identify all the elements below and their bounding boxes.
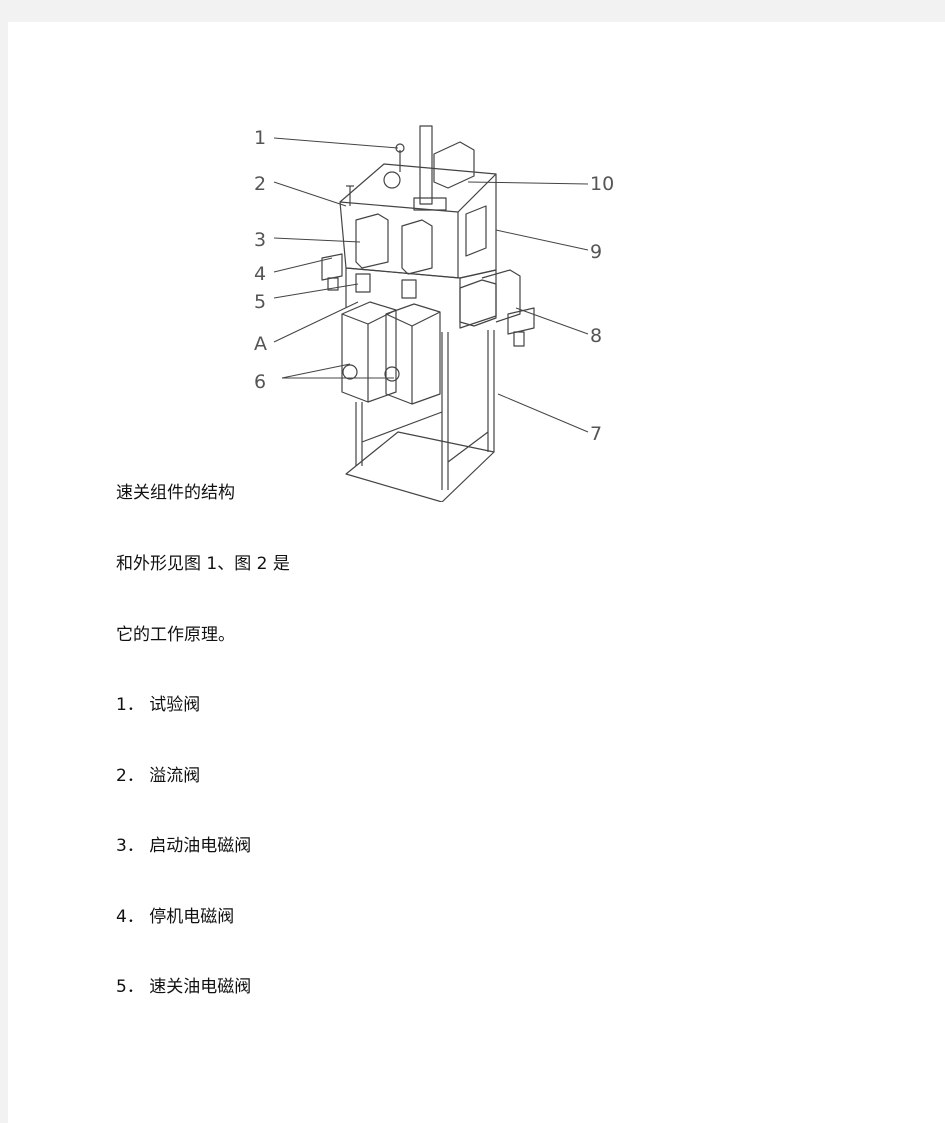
lower-solenoid-a bbox=[341, 301, 397, 403]
side-window bbox=[465, 205, 487, 257]
left-fitting bbox=[321, 253, 343, 281]
list-item-3: 3． 启动油电磁阀 bbox=[116, 836, 252, 856]
callout-A: A bbox=[254, 333, 267, 355]
stop-solenoid bbox=[401, 219, 433, 275]
intro-line-3: 它的工作原理。 bbox=[116, 625, 235, 645]
fitting-5a bbox=[355, 273, 371, 293]
leader-lines bbox=[273, 137, 589, 433]
top-column bbox=[419, 125, 433, 205]
start-oil-solenoid bbox=[355, 213, 389, 269]
list-item-4: 4． 停机电磁阀 bbox=[116, 907, 235, 927]
assembly-drawing: 1 2 3 4 5 A 6 10 9 8 7 bbox=[238, 102, 638, 502]
document-page: 1 2 3 4 5 A 6 10 9 8 7 速关组件的结构 和外形见图 1、图… bbox=[8, 22, 945, 1123]
callout-8: 8 bbox=[590, 325, 602, 347]
motor-block bbox=[433, 141, 475, 189]
list-item-5: 5． 速关油电磁阀 bbox=[116, 977, 252, 997]
callout-7: 7 bbox=[590, 423, 602, 445]
test-valve-knob bbox=[383, 171, 401, 189]
callout-9: 9 bbox=[590, 241, 602, 263]
intro-line-1: 速关组件的结构 bbox=[116, 483, 235, 503]
intro-line-2: 和外形见图 1、图 2 是 bbox=[116, 554, 290, 574]
list-item-1: 1． 试验阀 bbox=[116, 695, 201, 715]
callout-10: 10 bbox=[590, 173, 614, 195]
callout-6: 6 bbox=[254, 371, 266, 393]
lower-solenoid-b bbox=[385, 303, 441, 405]
callout-5: 5 bbox=[254, 291, 266, 313]
assembly-drawing-svg: 1 2 3 4 5 A 6 10 9 8 7 bbox=[254, 125, 614, 502]
right-valve bbox=[459, 279, 497, 327]
lower-body bbox=[345, 268, 497, 329]
callout-3: 3 bbox=[254, 229, 266, 251]
callout-1: 1 bbox=[254, 127, 266, 149]
callout-4: 4 bbox=[254, 263, 266, 285]
fitting-5b bbox=[401, 279, 417, 299]
callout-2: 2 bbox=[254, 173, 266, 195]
list-item-2: 2． 溢流阀 bbox=[116, 766, 201, 786]
base-plate bbox=[345, 431, 495, 502]
